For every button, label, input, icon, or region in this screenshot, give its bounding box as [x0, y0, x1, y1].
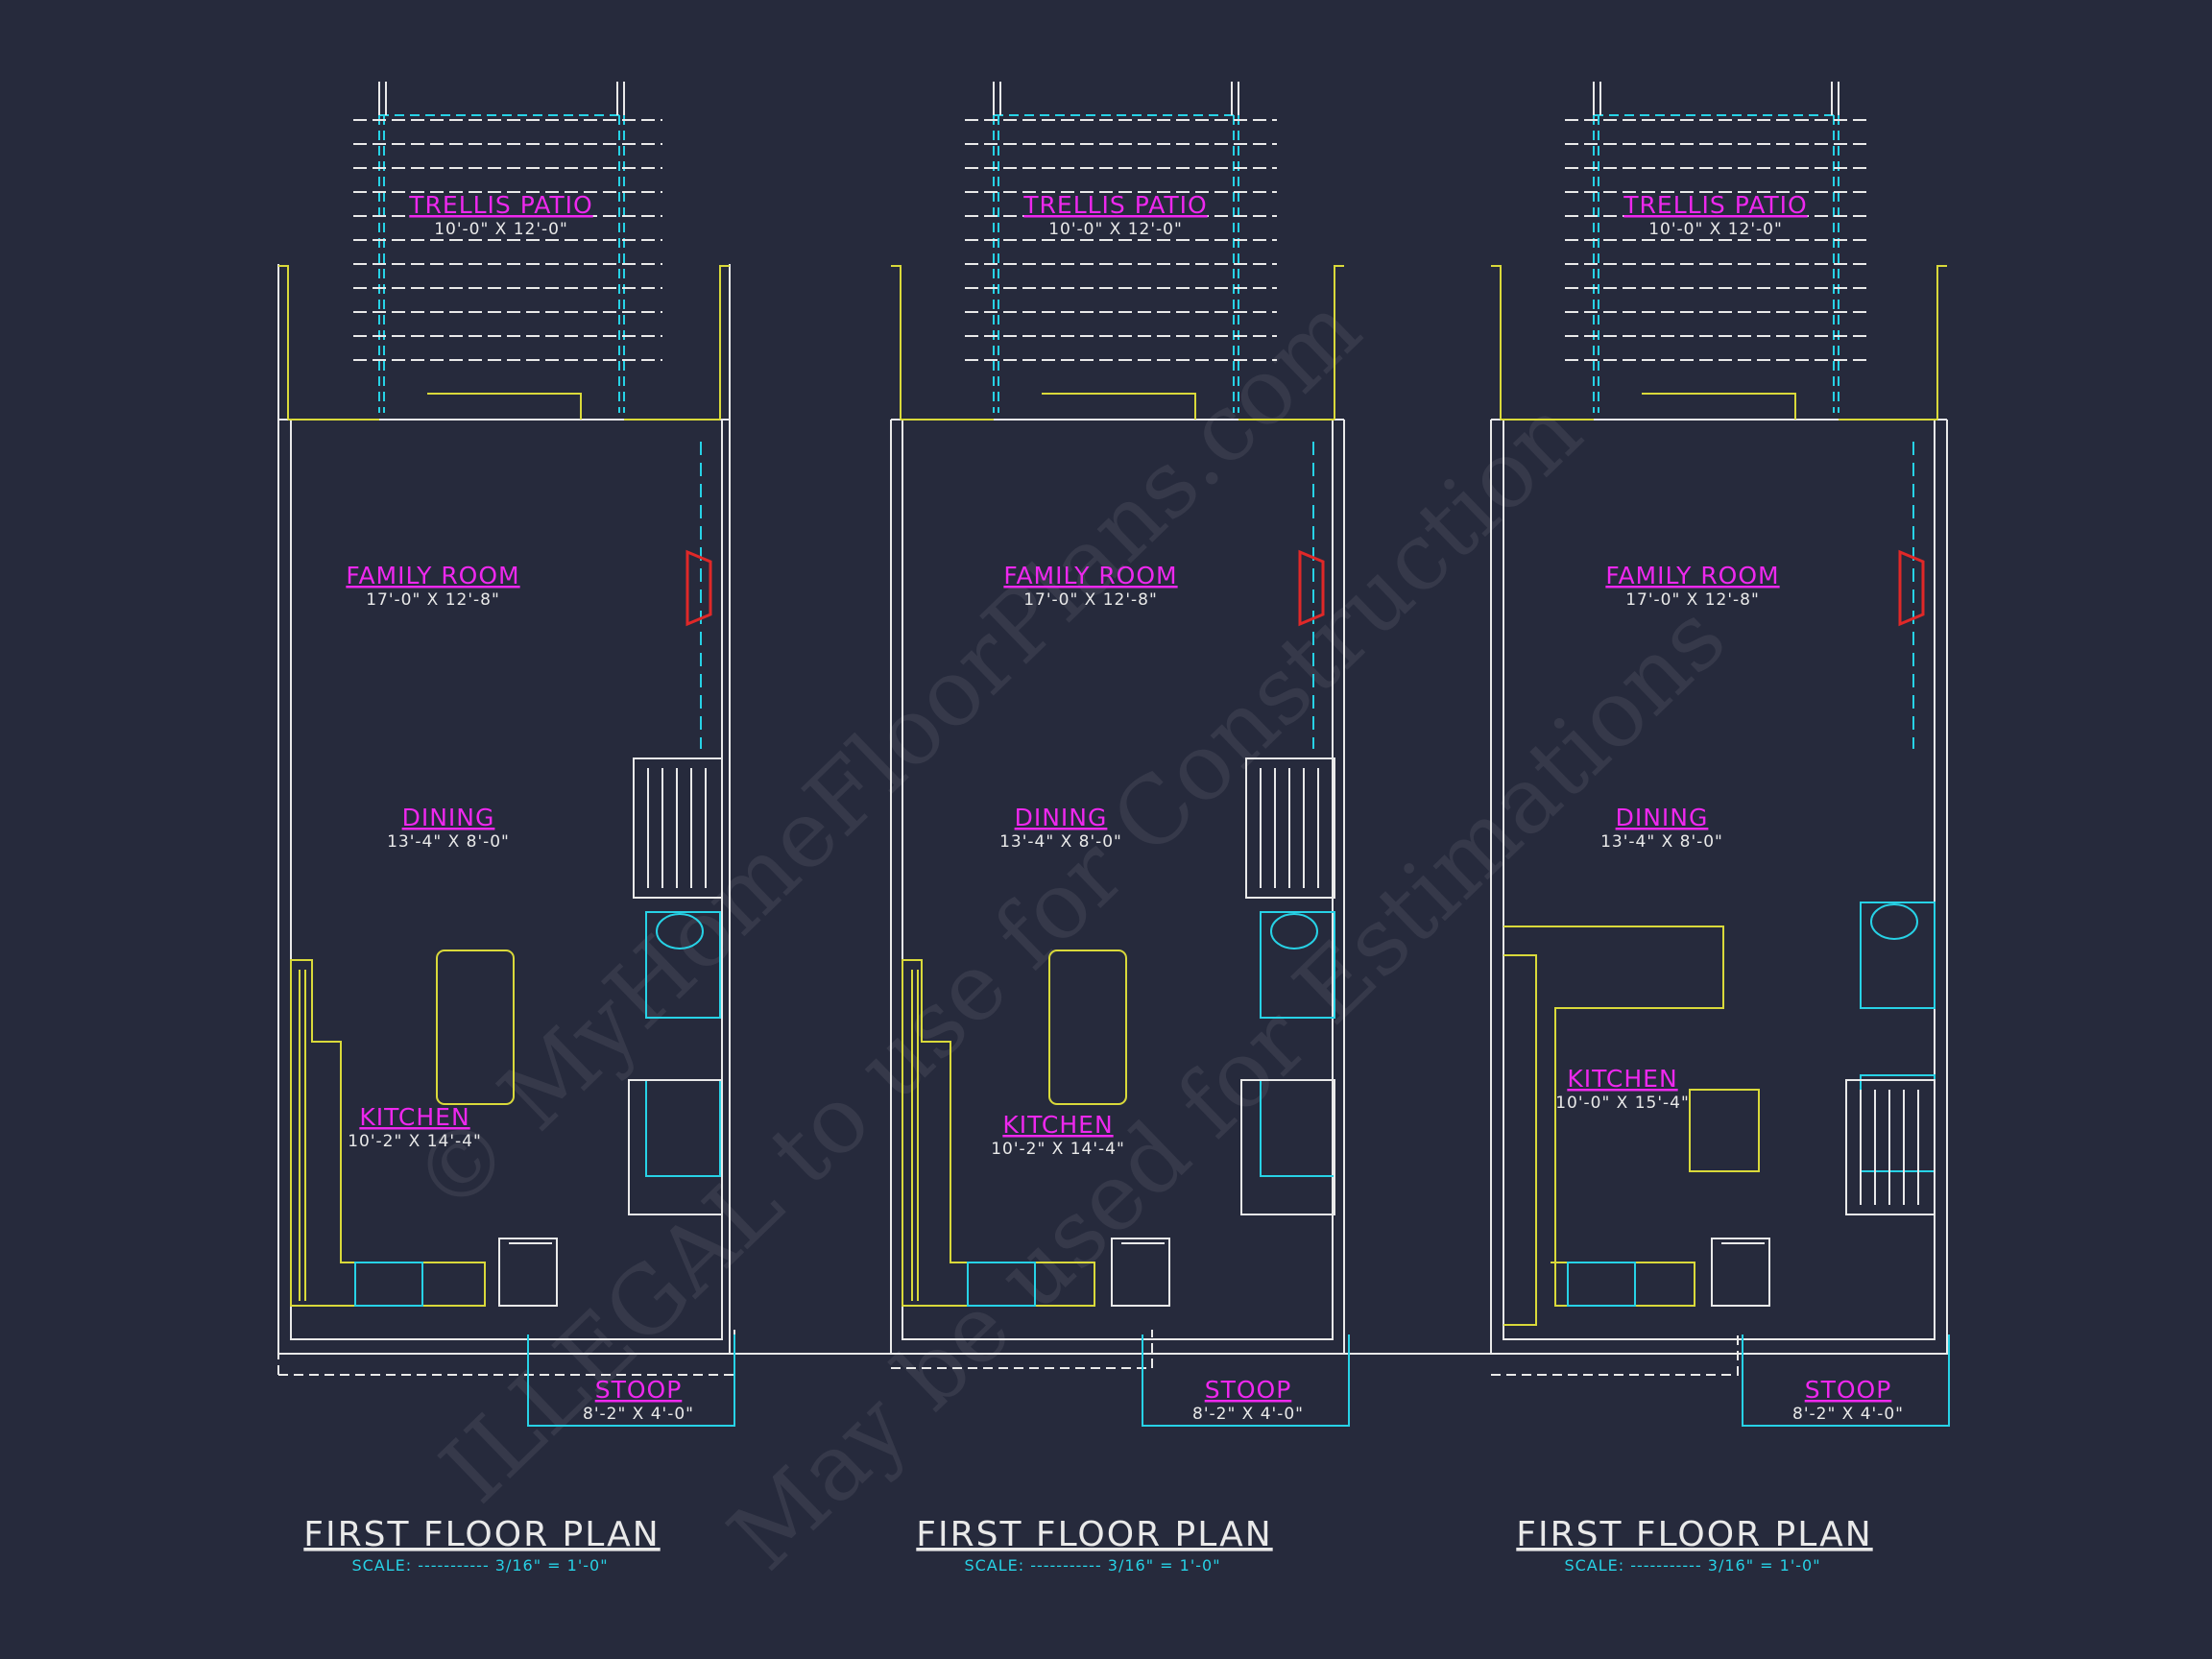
room-size-kitchen: 10'-2" X 14'-4": [991, 1140, 1125, 1159]
room-size-trellis-patio: 10'-0" X 12'-0": [434, 220, 568, 239]
room-size-family-room: 17'-0" X 12'-8": [1023, 590, 1158, 610]
room-name-kitchen: KITCHEN: [1567, 1065, 1677, 1093]
room-size-trellis-patio: 10'-0" X 12'-0": [1648, 220, 1783, 239]
room-size-trellis-patio: 10'-0" X 12'-0": [1048, 220, 1183, 239]
room-name-family-room: FAMILY ROOM: [1605, 562, 1779, 589]
room-name-trellis-patio: TRELLIS PATIO: [1623, 191, 1807, 219]
room-size-dining: 13'-4" X 8'-0": [387, 832, 510, 852]
trellis-patio-drawing: [1565, 82, 1872, 413]
room-name-kitchen: KITCHEN: [1002, 1111, 1113, 1139]
room-name-stoop: STOOP: [595, 1376, 683, 1404]
floor-plan-2: TRELLIS PATIO 10'-0" X 12'-0" FAMILY ROO…: [890, 82, 1350, 1575]
yellow-trim: [891, 265, 1344, 1307]
room-size-family-room: 17'-0" X 12'-8": [366, 590, 500, 610]
room-name-stoop: STOOP: [1805, 1376, 1892, 1404]
room-size-dining: 13'-4" X 8'-0": [1600, 832, 1723, 852]
fireplace: [1298, 549, 1325, 627]
room-name-dining: DINING: [402, 804, 495, 831]
plan-title: FIRST FLOOR PLAN: [1516, 1515, 1872, 1554]
yellow-trim: [1491, 265, 1947, 1326]
room-size-kitchen: 10'-2" X 14'-4": [348, 1132, 482, 1151]
stair-and-closets: [1111, 757, 1335, 1307]
plan-scale: SCALE: ----------- 3/16" = 1'-0": [1564, 1556, 1820, 1575]
room-size-kitchen: 10'-0" X 15'-4": [1555, 1094, 1690, 1113]
fixtures: [1567, 442, 1936, 1307]
room-name-trellis-patio: TRELLIS PATIO: [1022, 191, 1207, 219]
room-name-kitchen: KITCHEN: [359, 1103, 469, 1131]
room-size-stoop: 8'-2" X 4'-0": [1792, 1405, 1904, 1424]
fireplace: [1898, 549, 1925, 627]
plan-title: FIRST FLOOR PLAN: [303, 1515, 660, 1554]
trellis-patio-drawing: [965, 82, 1277, 413]
room-size-stoop: 8'-2" X 4'-0": [583, 1405, 694, 1424]
plan-scale: SCALE: ----------- 3/16" = 1'-0": [964, 1556, 1220, 1575]
trellis-patio-drawing: [353, 82, 662, 413]
plan-title: FIRST FLOOR PLAN: [916, 1515, 1272, 1554]
room-name-dining: DINING: [1015, 804, 1108, 831]
plan-scale: SCALE: ----------- 3/16" = 1'-0": [351, 1556, 608, 1575]
fireplace: [685, 549, 712, 627]
room-name-dining: DINING: [1616, 804, 1709, 831]
room-size-stoop: 8'-2" X 4'-0": [1192, 1405, 1304, 1424]
stair-and-closets: [498, 757, 723, 1307]
room-size-dining: 13'-4" X 8'-0": [999, 832, 1122, 852]
floor-plan-3: TRELLIS PATIO 10'-0" X 12'-0" FAMILY ROO…: [1490, 82, 1950, 1575]
room-name-family-room: FAMILY ROOM: [346, 562, 519, 589]
room-name-family-room: FAMILY ROOM: [1003, 562, 1177, 589]
room-size-family-room: 17'-0" X 12'-8": [1625, 590, 1760, 610]
room-name-trellis-patio: TRELLIS PATIO: [408, 191, 592, 219]
stair-and-closets: [1711, 1079, 1936, 1307]
room-name-stoop: STOOP: [1205, 1376, 1292, 1404]
